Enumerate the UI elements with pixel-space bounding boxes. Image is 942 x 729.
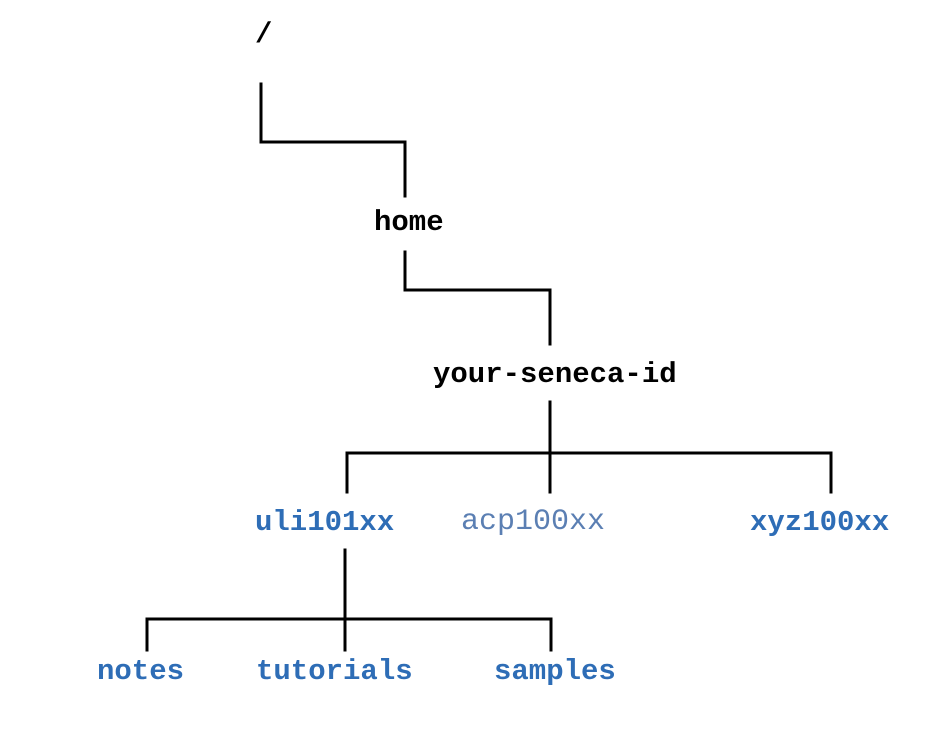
node-subdir-tutorials: tutorials — [256, 655, 413, 688]
node-subdir-notes: notes — [97, 655, 185, 688]
node-course-xyz100xx: xyz100xx — [750, 506, 890, 539]
node-course-acp100xx: acp100xx — [461, 505, 606, 539]
node-root: / — [255, 18, 273, 51]
node-course-uli101xx: uli101xx — [255, 506, 395, 539]
node-subdir-samples: samples — [494, 655, 616, 688]
node-your-seneca-id: your-seneca-id — [433, 358, 677, 391]
node-home: home — [374, 206, 444, 239]
